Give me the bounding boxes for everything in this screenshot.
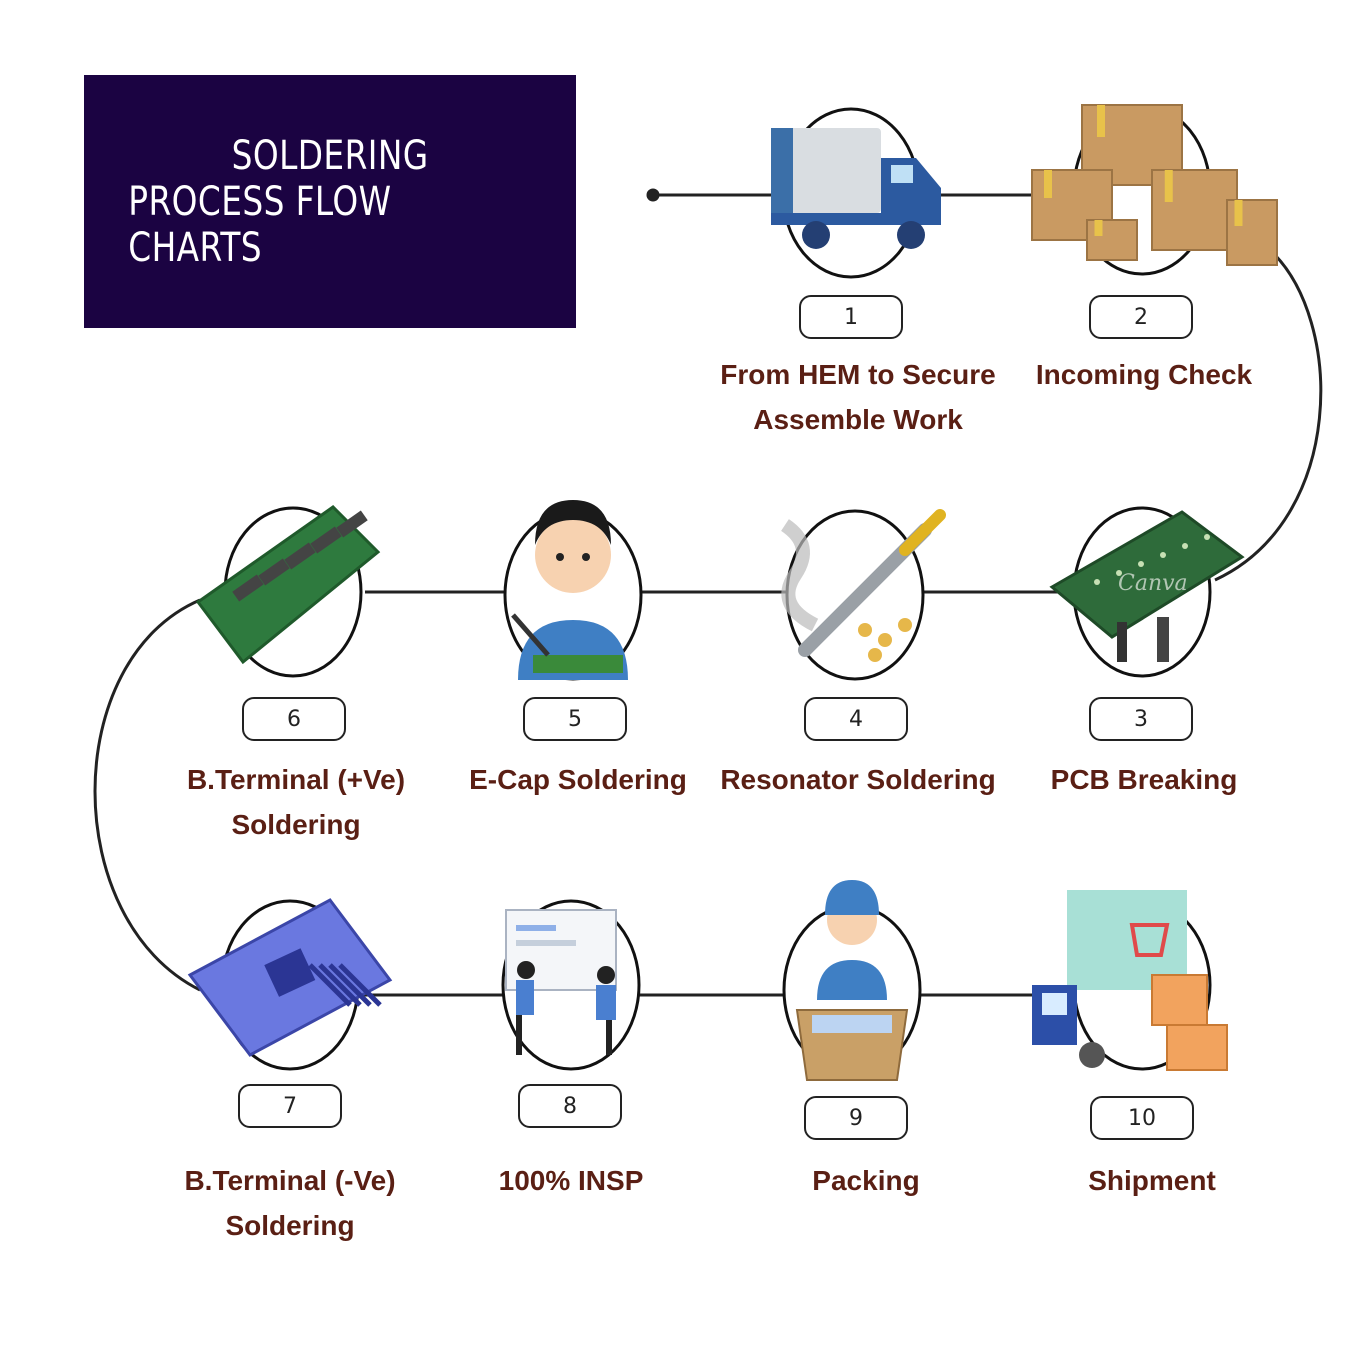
step-label-7: B.Terminal (-Ve) Soldering [140, 1158, 440, 1248]
step-label-4: Resonator Soldering [708, 757, 1008, 802]
step-number-3: 3 [1089, 697, 1193, 741]
step-label-line: Resonator Soldering [720, 764, 996, 795]
step-icons [187, 104, 1278, 1081]
step-number-8: 8 [518, 1084, 622, 1128]
title-box: SOLDERING PROCESS FLOW CHARTS [84, 75, 576, 328]
step-label-line: 100% INSP [498, 1165, 644, 1196]
step-number-1: 1 [799, 295, 903, 339]
step-number-10: 10 [1090, 1096, 1194, 1140]
step-label-6: B.Terminal (+Ve) Soldering [146, 757, 446, 847]
step-label-line: Soldering [231, 809, 361, 840]
step-label-line: Incoming Check [1035, 359, 1253, 390]
step-label-8: 100% INSP [421, 1158, 721, 1203]
cardboard-boxes-icon [1031, 104, 1278, 266]
step-label-5: E-Cap Soldering [428, 757, 728, 802]
title-line-1: SOLDERING [231, 132, 429, 179]
step-number-7: 7 [238, 1084, 342, 1128]
shipment-truck-icon [1032, 890, 1228, 1071]
pcb-board-icon [1049, 510, 1245, 662]
title-line-2: PROCESS FLOW CHARTS [128, 178, 392, 271]
step-label-9: Packing [716, 1158, 1016, 1203]
watermark: Canva [1118, 571, 1188, 596]
step-label-line: Assemble Work [753, 404, 963, 435]
step-label-line: Soldering [225, 1210, 355, 1241]
connector-lines [93, 188, 1323, 997]
soldering-iron-icon [780, 509, 946, 662]
step-label-line: Packing [812, 1165, 920, 1196]
worker-soldering-icon [511, 500, 628, 680]
step-number-9: 9 [804, 1096, 908, 1140]
step-label-line: E-Cap Soldering [469, 764, 687, 795]
circuit-board-icon [195, 505, 381, 665]
worker-packing-icon [795, 880, 909, 1081]
step-label-line: B.Terminal (-Ve) [184, 1165, 396, 1196]
step-number-2: 2 [1089, 295, 1193, 339]
step-label-line: PCB Breaking [1050, 764, 1238, 795]
step-number-6: 6 [242, 697, 346, 741]
step-label-2: Incoming Check [994, 352, 1294, 397]
step-label-line: B.Terminal (+Ve) [186, 764, 406, 795]
step-label-line: Shipment [1088, 1165, 1216, 1196]
connector-curve-right [1214, 248, 1323, 582]
step-label-3: PCB Breaking [994, 757, 1294, 802]
inspection-team-icon [505, 909, 617, 1055]
step-number-4: 4 [804, 697, 908, 741]
step-label-line: From HEM to Secure [720, 359, 996, 390]
step-number-5: 5 [523, 697, 627, 741]
delivery-truck-icon [771, 128, 941, 249]
step-label-10: Shipment [1002, 1158, 1302, 1203]
motherboard-icon [187, 898, 393, 1057]
connector-curve-left [93, 598, 201, 992]
